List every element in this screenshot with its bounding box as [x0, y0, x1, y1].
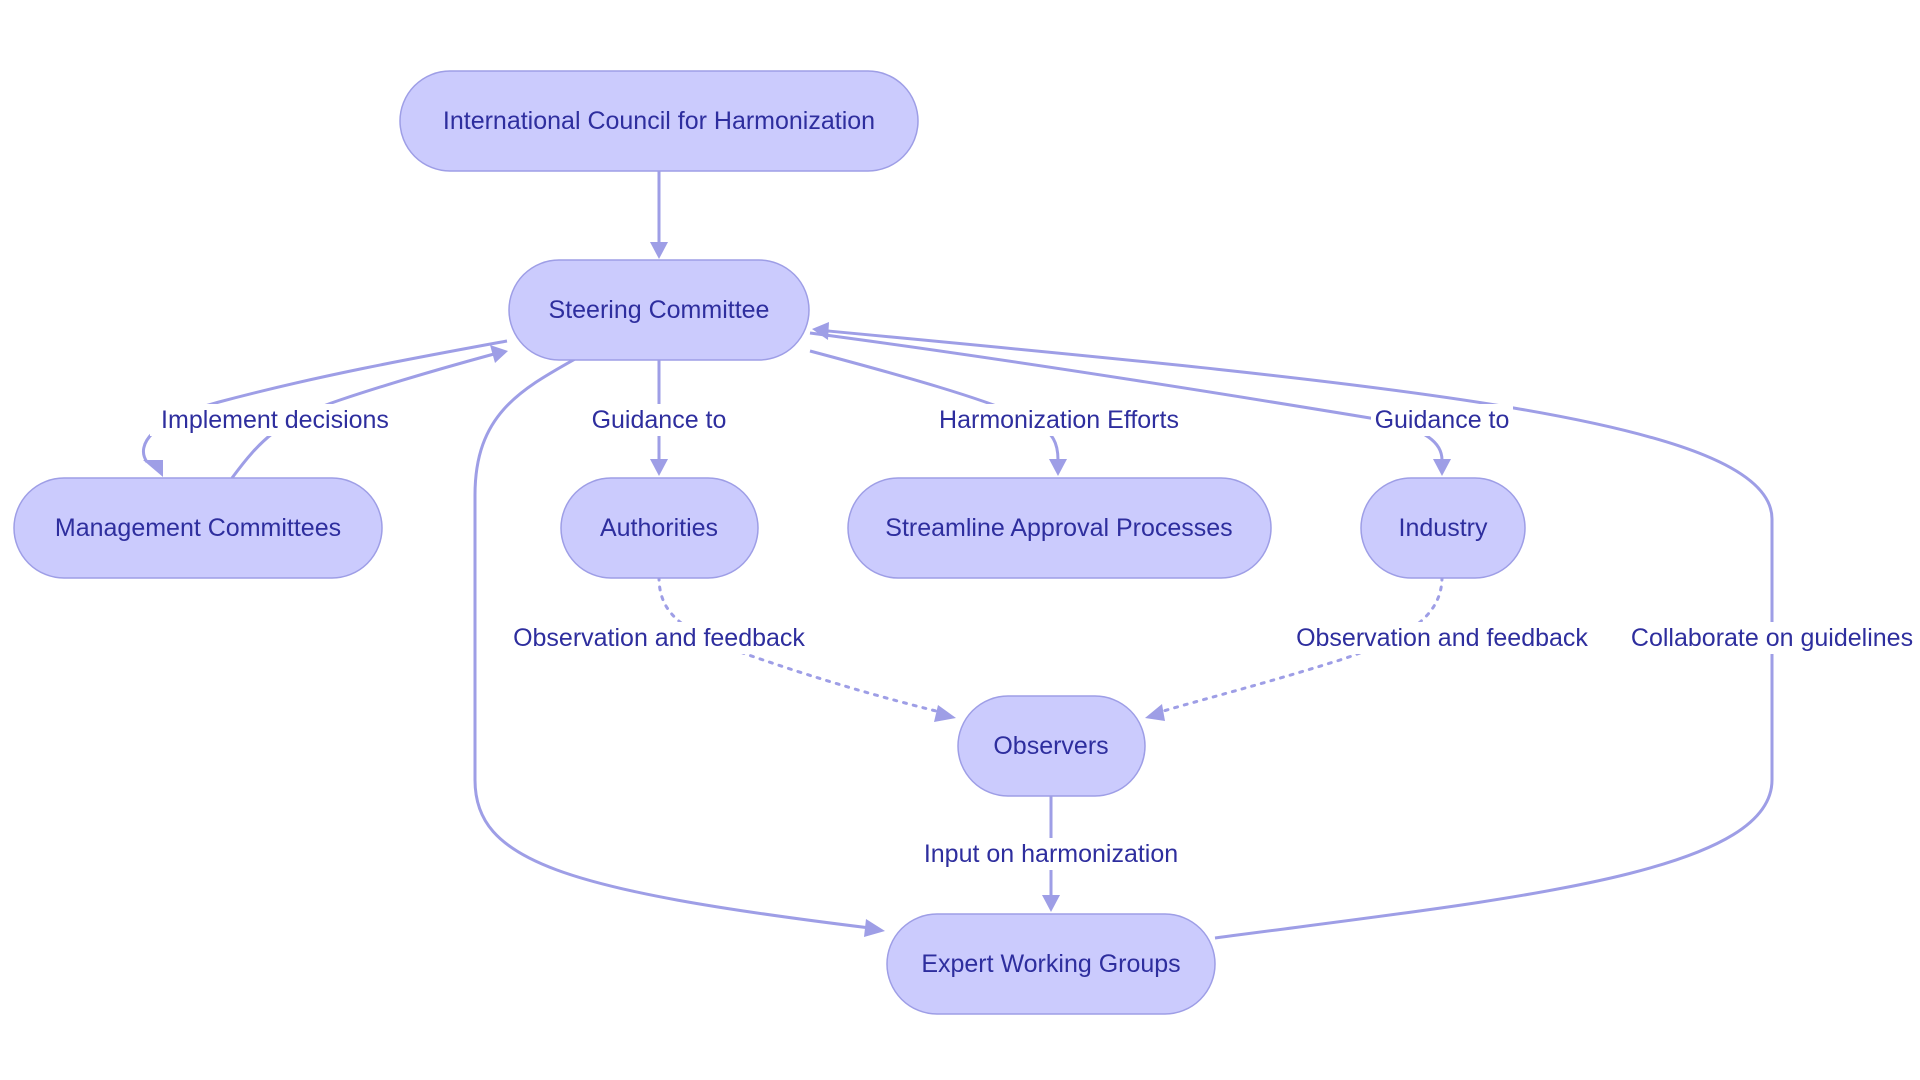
edge-label-text: Input on harmonization — [924, 840, 1178, 868]
edge-ewg-to-steering — [827, 329, 1774, 940]
edge-label-text: Implement decisions — [161, 406, 389, 434]
node-international-council: International Council for Harmonization — [399, 70, 919, 172]
arrowhead-steering-from-ich — [650, 242, 668, 259]
arrowhead-authorities-from-steering — [650, 459, 668, 476]
arrowhead-ewg-from-steering — [864, 919, 885, 937]
node-label: Streamline Approval Processes — [885, 514, 1232, 542]
edge-label-text: Harmonization Efforts — [939, 406, 1179, 434]
edge-management-to-steering — [230, 352, 495, 479]
arrowhead-observers-from-industry — [1145, 704, 1165, 721]
arrowhead-streamline-from-steering — [1049, 459, 1067, 476]
node-label: Authorities — [600, 514, 718, 542]
node-management-committees: Management Committees — [13, 477, 383, 579]
node-authorities: Authorities — [560, 477, 759, 579]
edge-authorities-to-observers — [657, 575, 942, 714]
node-label: Steering Committee — [549, 296, 770, 324]
edges — [141, 171, 1774, 940]
edge-label-guidance-authorities: Guidance to — [588, 404, 730, 436]
arrowhead-observers-from-authorities — [934, 705, 956, 722]
node-expert-working-groups: Expert Working Groups — [886, 913, 1216, 1015]
node-label: International Council for Harmonization — [443, 107, 875, 135]
edge-label-guidance-industry: Guidance to — [1371, 404, 1513, 436]
edge-labels: Implement decisions Guidance to Harmoniz… — [150, 404, 1920, 870]
node-label: Expert Working Groups — [921, 950, 1180, 978]
edge-label-text: Guidance to — [1375, 406, 1510, 434]
edge-label-text: Observation and feedback — [1296, 624, 1588, 652]
arrowhead-steering-from-management — [490, 345, 508, 363]
edge-label-harmonization-efforts: Harmonization Efforts — [934, 404, 1184, 436]
node-label: Industry — [1399, 514, 1488, 542]
edge-label-input-harmonization: Input on harmonization — [918, 838, 1184, 870]
edge-label-feedback-authorities: Observation and feedback — [507, 622, 811, 654]
edge-label-feedback-industry: Observation and feedback — [1290, 622, 1594, 654]
edge-label-implement-decisions: Implement decisions — [150, 404, 400, 436]
edge-industry-to-observers — [1158, 575, 1444, 714]
arrowhead-management-from-steering — [143, 460, 163, 477]
nodes: International Council for Harmonization … — [13, 70, 1526, 1015]
node-industry: Industry — [1360, 477, 1526, 579]
edge-label-text: Guidance to — [592, 406, 727, 434]
node-label: Observers — [993, 732, 1108, 760]
edge-steering-to-industry — [809, 331, 1444, 461]
arrowhead-ewg-from-observers — [1042, 895, 1060, 912]
node-observers: Observers — [957, 695, 1146, 797]
node-label: Management Committees — [55, 514, 341, 542]
edge-label-text: Collaborate on guidelines — [1631, 624, 1913, 652]
node-streamline-approval: Streamline Approval Processes — [847, 477, 1272, 579]
arrowhead-steering-from-ewg — [812, 322, 829, 340]
edge-steering-to-ewg — [473, 357, 871, 930]
arrowhead-industry-from-steering — [1433, 459, 1451, 476]
edge-steering-to-management — [141, 339, 508, 463]
edge-label-text: Observation and feedback — [513, 624, 805, 652]
node-steering-committee: Steering Committee — [508, 259, 810, 361]
edge-label-collaborate: Collaborate on guidelines — [1624, 622, 1920, 654]
